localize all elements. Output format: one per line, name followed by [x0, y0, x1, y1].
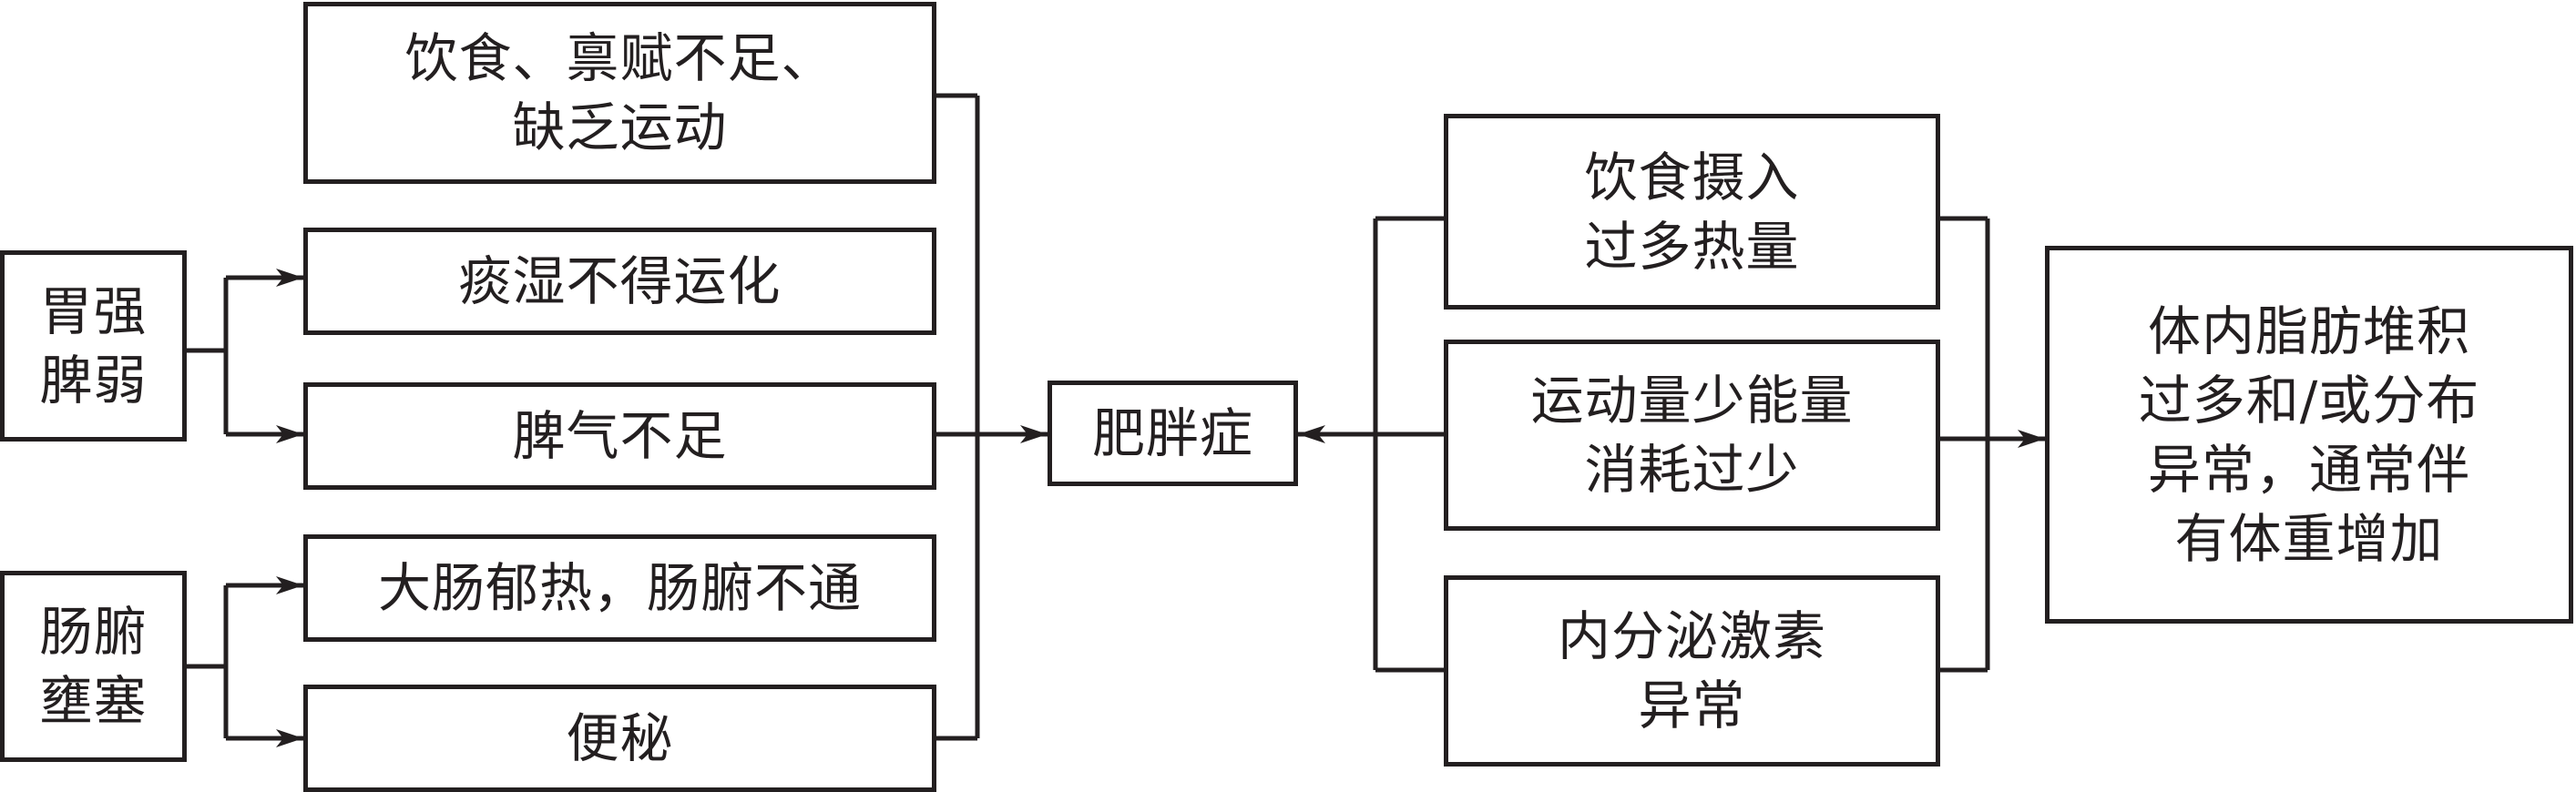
node-constipation: 便秘: [303, 685, 936, 792]
node-obesity: 肥胖症: [1048, 381, 1298, 486]
node-low-exercise: 运动量少能量 消耗过少: [1444, 340, 1940, 531]
node-phlegm-damp: 痰湿不得运化: [303, 228, 936, 335]
node-bowel-obstruction: 肠腑 壅塞: [0, 571, 187, 762]
node-definition: 体内脂肪堆积 过多和/或分布 异常，通常伴 有体重增加: [2045, 246, 2573, 624]
node-excess-calories: 饮食摄入 过多热量: [1444, 114, 1940, 310]
node-endocrine: 内分泌激素 异常: [1444, 575, 1940, 767]
node-spleen-qi: 脾气不足: [303, 382, 936, 490]
node-stomach-spleen: 胃强 脾弱: [0, 250, 187, 442]
node-large-intestine-heat: 大肠郁热，肠腑不通: [303, 534, 936, 642]
node-diet-endowment: 饮食、禀赋不足、 缺乏运动: [303, 2, 936, 184]
